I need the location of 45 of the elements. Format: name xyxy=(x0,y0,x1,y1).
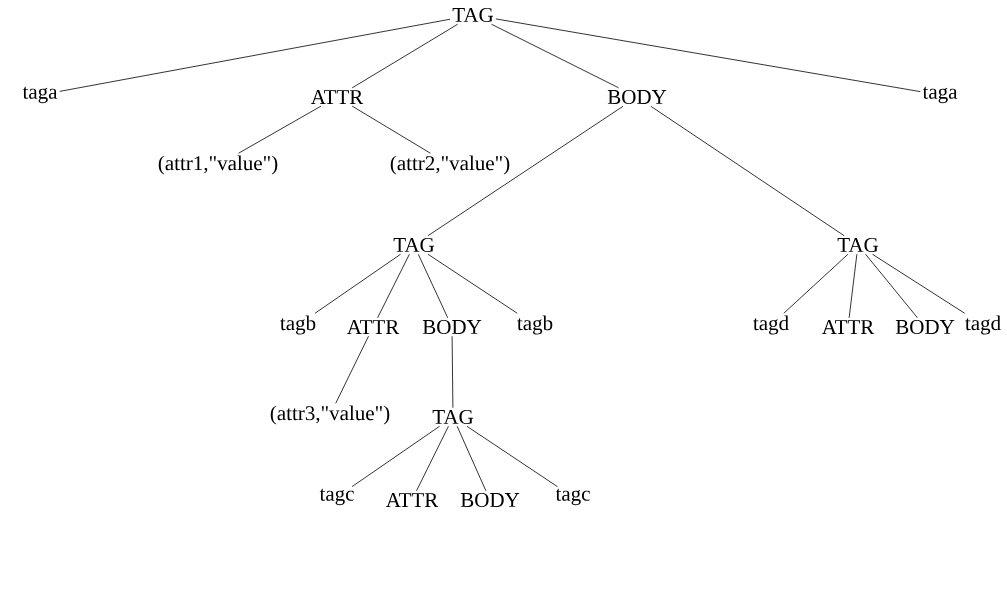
tree-branch xyxy=(783,253,849,314)
tree-branch xyxy=(456,425,487,492)
tree-branch xyxy=(59,18,451,92)
tree-branch xyxy=(351,425,440,488)
tree-branch xyxy=(351,23,459,89)
tree-branch xyxy=(650,105,845,237)
tree-branch xyxy=(351,105,431,154)
tree-branch xyxy=(872,253,966,314)
tree-node-label: (attr3,"value") xyxy=(270,405,390,425)
tree-node-label: ATTR xyxy=(310,90,364,104)
tree-node-label: ATTR xyxy=(821,320,875,334)
tree-branch xyxy=(491,23,619,89)
tree-node-label: tagc xyxy=(319,488,354,506)
tree-node-label: TAG xyxy=(432,409,474,425)
tree-node-label: ATTR xyxy=(346,320,400,334)
tree-branch xyxy=(865,253,918,319)
tree-node-label: (attr2,"value") xyxy=(390,155,510,175)
tree-branch xyxy=(377,253,410,319)
tree-branch xyxy=(451,335,454,409)
tree-branch xyxy=(335,335,369,404)
tree-branch xyxy=(427,105,624,237)
tree-node-label: TAG xyxy=(837,237,879,253)
tree-branch xyxy=(238,105,322,154)
tree-node-label: (attr1,"value") xyxy=(158,155,278,175)
tree-node-label: TAG xyxy=(393,237,435,253)
tree-node-label: tagb xyxy=(517,315,553,335)
tree-branch xyxy=(495,18,921,93)
tree-branch xyxy=(427,253,518,314)
tree-node-label: taga xyxy=(22,86,58,104)
tree-branch xyxy=(314,253,401,314)
tree-node-label: tagd xyxy=(753,315,789,335)
tree-branch xyxy=(848,253,858,319)
tree-node-label: tagd xyxy=(965,315,1001,335)
tree-node-label: BODY xyxy=(422,319,482,335)
tree-node-label: BODY xyxy=(607,89,667,105)
tree-node-label: taga xyxy=(922,86,958,104)
tree-node-label: tagb xyxy=(280,315,316,335)
tree-node-label: BODY xyxy=(460,492,520,508)
tree-branch xyxy=(416,425,449,492)
tree-node-label: TAG xyxy=(452,7,494,23)
tree-node-label: ATTR xyxy=(385,493,439,507)
tree-branch xyxy=(466,425,558,488)
tree-node-label: BODY xyxy=(895,319,955,335)
tree-branch xyxy=(417,253,449,319)
tree-node-label: tagc xyxy=(555,488,590,506)
